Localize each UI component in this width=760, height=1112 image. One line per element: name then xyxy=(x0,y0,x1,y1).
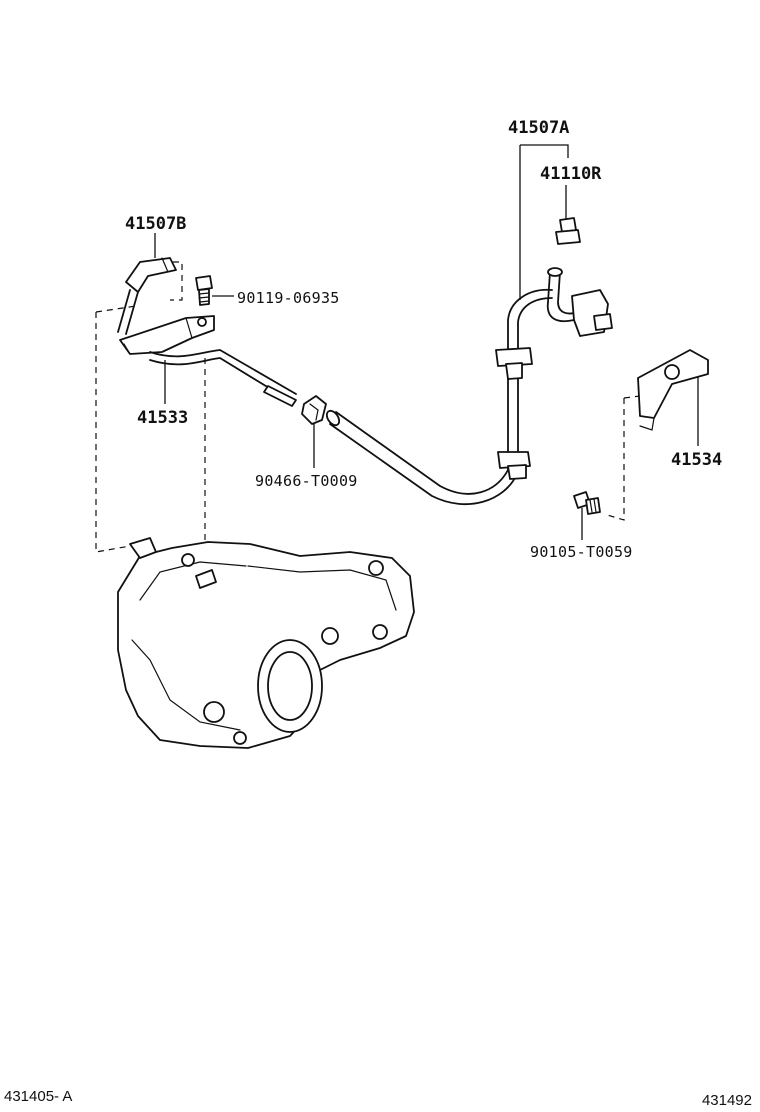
bolt-90105-T0059-drawing xyxy=(573,491,601,515)
transfer-case-drawing xyxy=(117,537,415,749)
dashed-reference-lines xyxy=(95,261,641,553)
label-90466-T0009[interactable]: 90466-T0009 xyxy=(255,472,358,490)
hose-41507B-drawing xyxy=(117,257,177,335)
leader-lines xyxy=(154,144,699,540)
label-41507B[interactable]: 41507B xyxy=(125,214,186,234)
bracket-41534-drawing xyxy=(637,349,709,431)
clip-90466-T0009-drawing xyxy=(301,395,327,425)
hose-41507A-drawing xyxy=(325,288,553,505)
diagram-code-left: 431405- A xyxy=(4,1088,73,1105)
label-41534[interactable]: 41534 xyxy=(671,450,722,470)
label-41507A[interactable]: 41507A xyxy=(508,118,569,138)
vent-plug-41110R-drawing xyxy=(546,217,613,337)
label-90105-T0059[interactable]: 90105-T0059 xyxy=(530,543,633,561)
label-41110R[interactable]: 41110R xyxy=(540,164,602,184)
bracket-41533-drawing xyxy=(119,315,297,407)
bolt-90119-06935-drawing xyxy=(195,275,213,306)
diagram-code-right: 431492 xyxy=(701,1092,752,1109)
label-41533[interactable]: 41533 xyxy=(137,408,188,428)
label-90119-06935[interactable]: 90119-06935 xyxy=(237,289,340,307)
